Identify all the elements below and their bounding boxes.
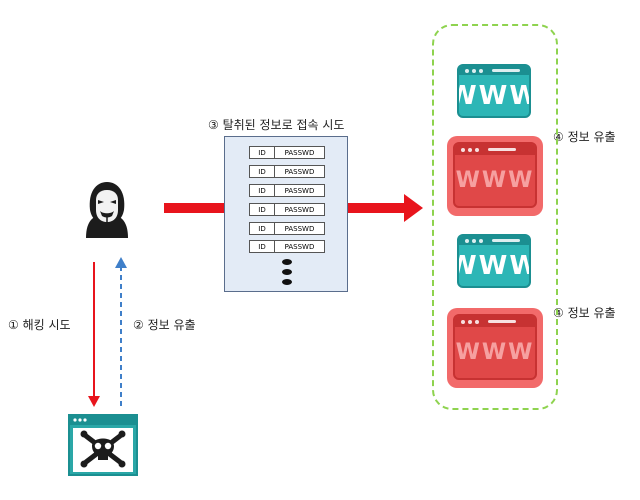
- ellipsis-dot: [282, 259, 292, 265]
- website-1: WWW: [457, 64, 531, 118]
- arrow-to-table: [164, 203, 224, 213]
- credential-row: ID PASSWD: [249, 222, 325, 235]
- target-sites-group: [432, 24, 558, 410]
- password-cell: PASSWD: [284, 224, 315, 233]
- id-cell: ID: [250, 223, 275, 234]
- skull-window-icon: [68, 414, 138, 476]
- website-2: WWW: [457, 234, 531, 288]
- arrow-to-sites: [348, 194, 423, 222]
- credential-row: ID PASSWD: [249, 240, 325, 253]
- hacker-icon: [86, 182, 128, 238]
- ellipsis-dot: [282, 269, 292, 275]
- www-text: WWW: [455, 168, 535, 194]
- password-cell: PASSWD: [284, 242, 315, 251]
- credential-row: ID PASSWD: [249, 203, 325, 216]
- password-cell: PASSWD: [284, 205, 315, 214]
- password-cell: PASSWD: [284, 186, 315, 195]
- www-text: WWW: [455, 340, 535, 366]
- credential-row: ID PASSWD: [249, 165, 325, 178]
- password-cell: PASSWD: [284, 167, 315, 176]
- www-text: WWW: [459, 250, 529, 281]
- ellipsis-dot: [282, 279, 292, 285]
- id-cell: ID: [250, 241, 275, 252]
- hacking-attempt-label: ① 해킹 시도: [8, 318, 71, 332]
- www-text: WWW: [459, 80, 529, 111]
- leak-arrow-up: [115, 257, 127, 406]
- info-leak-4a-label: ④ 정보 유출: [553, 130, 616, 144]
- id-cell: ID: [250, 147, 275, 158]
- attack-arrow-down: [88, 262, 100, 407]
- credential-row: ID PASSWD: [249, 184, 325, 197]
- info-leak-4b-label: ④ 정보 유출: [553, 306, 616, 320]
- compromised-website-2: WWW: [453, 314, 537, 380]
- id-cell: ID: [250, 204, 275, 215]
- compromised-website-1: WWW: [453, 142, 537, 208]
- info-leak-label: ② 정보 유출: [133, 318, 196, 332]
- credential-row: ID PASSWD: [249, 146, 325, 159]
- stolen-credentials-table: ID PASSWD ID PASSWD ID PASSWD ID PASSWD ID PA…: [224, 136, 348, 292]
- id-cell: ID: [250, 185, 275, 196]
- password-cell: PASSWD: [284, 148, 315, 157]
- id-cell: ID: [250, 166, 275, 177]
- stolen-login-label: ③ 탈취된 정보로 접속 시도: [208, 118, 345, 132]
